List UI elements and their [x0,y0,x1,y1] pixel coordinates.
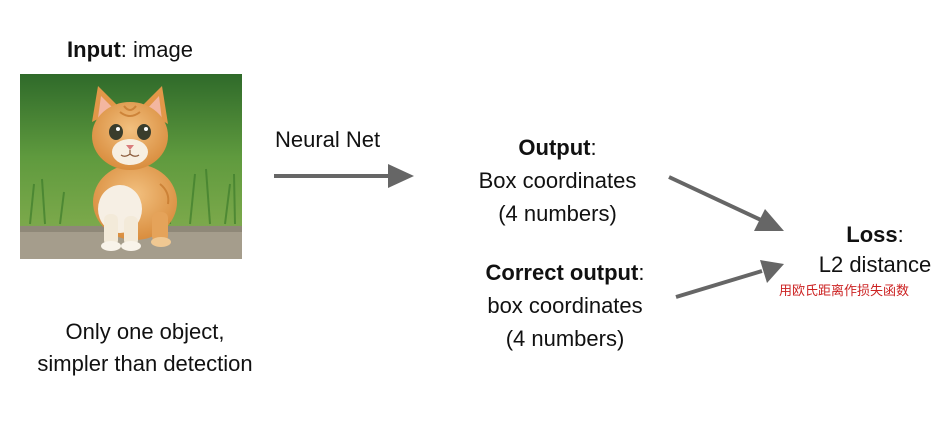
caption-line-1: Only one object, [65,319,225,344]
loss-note-chinese: 用欧氏距离作损失函数 [779,283,910,298]
caption-line-2: simpler than detection [37,351,253,376]
loss-title-colon: : [897,222,904,247]
input-title: Input: image [40,36,220,64]
correct-output-to-loss-arrow [675,260,784,299]
kitten-image [20,74,242,259]
loss-title-bold: Loss [846,222,898,247]
input-title-rest: : image [120,37,193,62]
correct-output-title-colon: : [638,260,645,285]
neural-net-arrow [274,164,414,188]
loss-line-2: L2 distance [818,252,932,277]
correct-output-block: Correct output: box coordinates (4 numbe… [460,256,670,355]
kitten-illustration [20,74,242,259]
output-block: Output: Box coordinates (4 numbers) [455,131,660,230]
caption: Only one object, simpler than detection [10,316,280,380]
neural-net-label: Neural Net [275,127,381,152]
output-line-2: Box coordinates [478,168,637,193]
loss-title: Loss: [805,220,945,250]
correct-output-title-bold: Correct output [485,260,639,285]
output-to-loss-arrow [668,175,784,231]
output-line-3: (4 numbers) [498,201,617,226]
correct-output-title: Correct output: [460,256,670,289]
output-title: Output: [455,131,660,164]
output-title-colon: : [590,135,597,160]
correct-output-line-2: box coordinates [487,293,643,318]
correct-output-line-3: (4 numbers) [505,326,625,351]
input-title-bold: Input [67,37,121,62]
output-title-bold: Output [518,135,591,160]
loss-block: Loss: L2 distance [805,220,945,280]
